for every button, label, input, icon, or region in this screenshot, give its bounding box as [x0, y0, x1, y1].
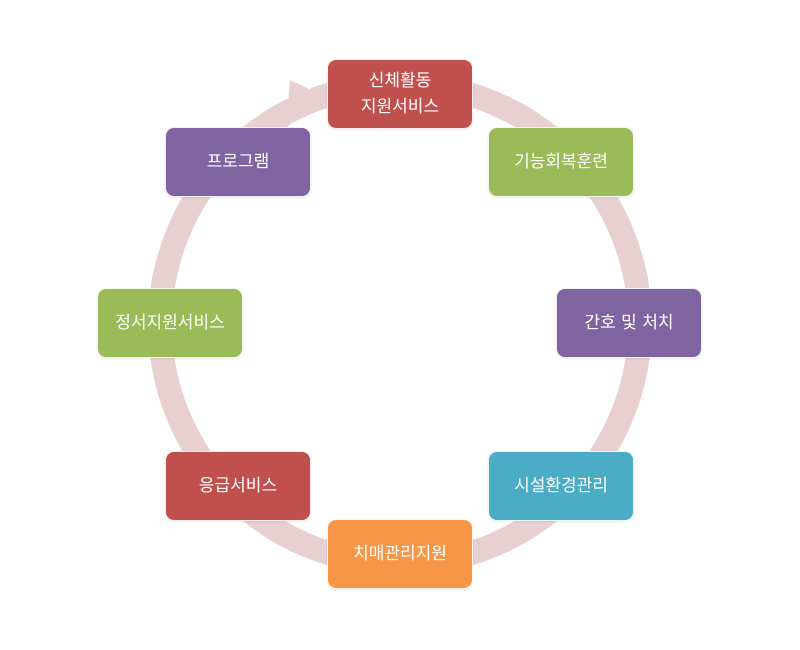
node-nursing-and-treatment: 간호 및 처치 — [556, 288, 702, 358]
node-function-recovery-training: 기능회복훈련 — [488, 127, 634, 197]
node-facility-environment-management: 시설환경관리 — [488, 451, 634, 521]
node-physical-activity-support: 신체활동 지원서비스 — [327, 59, 473, 129]
node-emergency-service: 응급서비스 — [165, 451, 311, 521]
cycle-arrow-head — [286, 80, 324, 128]
node-dementia-care-support: 치매관리지원 — [327, 519, 473, 589]
node-emotional-support-service: 정서지원서비스 — [97, 288, 243, 358]
node-program: 프로그램 — [165, 127, 311, 197]
